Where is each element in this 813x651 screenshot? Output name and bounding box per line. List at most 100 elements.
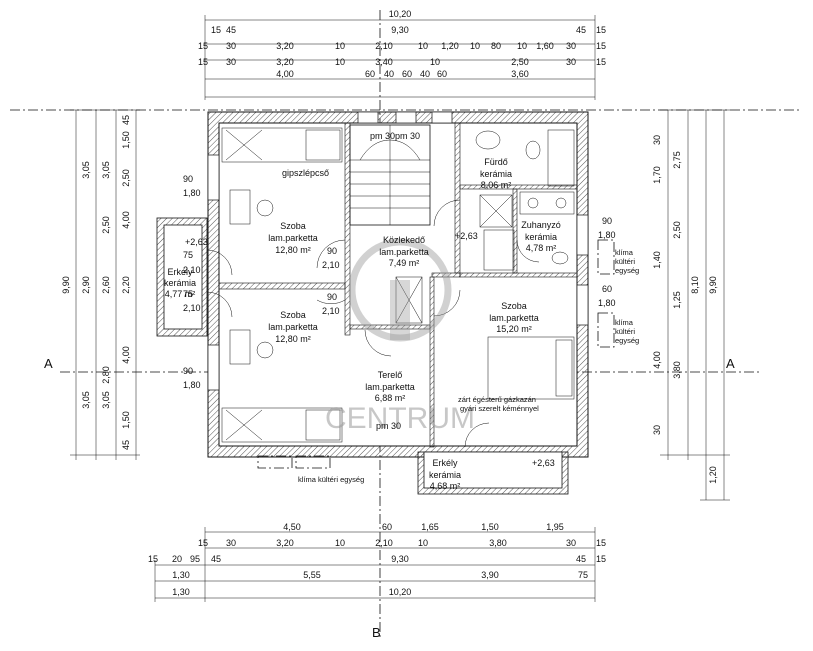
dim-label: 1,30 <box>172 587 190 597</box>
dim-label: 45 <box>226 25 236 35</box>
dim-bottom-row5: 1,30 10,20 <box>172 587 411 597</box>
dim-label: 4,50 <box>283 522 301 532</box>
outer-walls <box>207 111 589 458</box>
dim-label: 2,50 <box>511 57 529 67</box>
room-floor: kerámia <box>164 278 196 288</box>
dim-label: 60 <box>402 69 412 79</box>
dim-label: 60 <box>365 69 375 79</box>
dim-label: 75 <box>578 570 588 580</box>
room-floor: kerámia <box>429 470 461 480</box>
room-area: 4,78 m² <box>526 243 557 253</box>
dim-label: 4,00 <box>652 351 662 369</box>
dim-label: 10 <box>335 41 345 51</box>
ac-label-kulteri: kültéri <box>615 327 635 336</box>
dim-label: 3,20 <box>276 57 294 67</box>
dim-bottom-row1: 4,50 60 1,65 1,50 1,95 <box>283 522 564 532</box>
ac-label-klima: klíma <box>615 248 634 257</box>
dim-label: 10,20 <box>389 587 412 597</box>
ac-label-bottom: klíma kültéri egység <box>298 475 364 484</box>
dim-label: 45 <box>576 554 586 564</box>
dim-top-row4: 15 30 3,20 10 3,40 10 2,50 30 15 <box>198 57 606 67</box>
room-area: 7,49 m² <box>389 258 420 268</box>
door-swings <box>206 199 540 448</box>
room-label-szoba-2: Szoba lam.parketta 12,80 m² <box>268 310 318 344</box>
dim-label: 45 <box>576 25 586 35</box>
dim-label: 15 <box>198 57 208 67</box>
level-mark: +2,63 <box>455 231 478 241</box>
dim-label: 20 <box>172 554 182 564</box>
opening-height: 2,10 <box>183 265 201 275</box>
dim-label: 10 <box>335 57 345 67</box>
left-dimension-lines <box>70 109 140 460</box>
opening-width: 90 <box>183 174 193 184</box>
opening-width: 90 <box>327 246 337 256</box>
dim-label: 1,50 <box>481 522 499 532</box>
watermark-text: CENTRUM <box>325 402 475 435</box>
dim-label: 15 <box>596 41 606 51</box>
dim-label: 15 <box>198 538 208 548</box>
left-balcony <box>156 217 208 337</box>
stair-material-label: gipszlépcső <box>282 168 329 178</box>
furniture <box>221 127 575 443</box>
dim-label: 3,05 <box>101 391 111 409</box>
dim-label: 3,20 <box>276 538 294 548</box>
dim-label: 1,25 <box>672 291 682 309</box>
dim-label: 1,20 <box>708 466 718 484</box>
dim-label: 2,60 <box>101 276 111 294</box>
interior-walls <box>218 122 578 448</box>
dim-label: 1,30 <box>172 570 190 580</box>
room-floor: lam.parketta <box>365 382 415 392</box>
boiler-label: zárt égésterű gázkazán <box>458 395 536 404</box>
dim-label: 3,05 <box>101 161 111 179</box>
dim-label: 30 <box>566 538 576 548</box>
dim-label: 15 <box>596 57 606 67</box>
dim-label: 1,60 <box>536 41 554 51</box>
room-label-terelo: Terelő lam.parketta 6,88 m² <box>365 370 415 403</box>
dim-label: 30 <box>226 57 236 67</box>
dim-label: 30 <box>652 135 662 145</box>
room-floor: lam.parketta <box>379 247 429 257</box>
opening-height: 2,10 <box>183 303 201 313</box>
room-name: Szoba <box>501 301 527 311</box>
room-label-erkely-left: Erkély kerámia 4,77 m² <box>164 267 196 299</box>
pm-label: pm 30 <box>395 131 420 141</box>
dim-label: 1,50 <box>121 411 131 429</box>
room-name: Szoba <box>280 310 306 320</box>
dim-label: 10 <box>418 41 428 51</box>
dim-top-row5: 4,00 3,60 <box>276 69 529 79</box>
dim-label: 3,60 <box>511 69 529 79</box>
dim-top-row3: 15 30 3,20 10 2,10 10 1,20 10 80 10 1,60… <box>198 41 606 51</box>
room-floor: lam.parketta <box>268 322 318 332</box>
dim-label: 45 <box>211 554 221 564</box>
room-name: Terelő <box>378 370 403 380</box>
dim-label: 1,20 <box>441 41 459 51</box>
dim-label: 2,80 <box>101 366 111 384</box>
room-name: Szoba <box>280 221 306 231</box>
room-name: Erkély <box>167 267 193 277</box>
dim-label: 45 <box>121 440 131 450</box>
level-mark: +2,63 <box>532 458 555 468</box>
dim-top-row2: 15 45 9,30 45 15 <box>211 25 606 35</box>
dim-label: 2,20 <box>121 276 131 294</box>
dim-label: 30 <box>566 57 576 67</box>
pm-label: pm 30 <box>370 131 395 141</box>
dim-label: 4,00 <box>121 346 131 364</box>
dim-label: 4,00 <box>276 69 294 79</box>
dim-label: 3,05 <box>81 161 91 179</box>
opening-labels: 90 1,80 90 1,80 2,10 75 75 2,10 90 2,10 … <box>183 174 616 390</box>
dim-label: 30 <box>566 41 576 51</box>
opening-height: 2,10 <box>322 260 340 270</box>
opening-width: 75 <box>183 250 193 260</box>
dim-label: 30 <box>226 538 236 548</box>
dim-label: 10 <box>430 57 440 67</box>
room-name: Erkély <box>432 458 458 468</box>
dim-label: 2,10 <box>375 41 393 51</box>
dim-label: 3,80 <box>672 361 682 379</box>
dim-label: 10 <box>335 538 345 548</box>
dim-label: 10 <box>418 538 428 548</box>
dim-bottom-row4: 1,30 5,55 3,90 75 <box>172 570 588 580</box>
room-name: Közlekedő <box>383 235 425 245</box>
room-floor: lam.parketta <box>489 313 539 323</box>
dim-label: 40 <box>420 69 430 79</box>
dim-label: 2,50 <box>101 216 111 234</box>
